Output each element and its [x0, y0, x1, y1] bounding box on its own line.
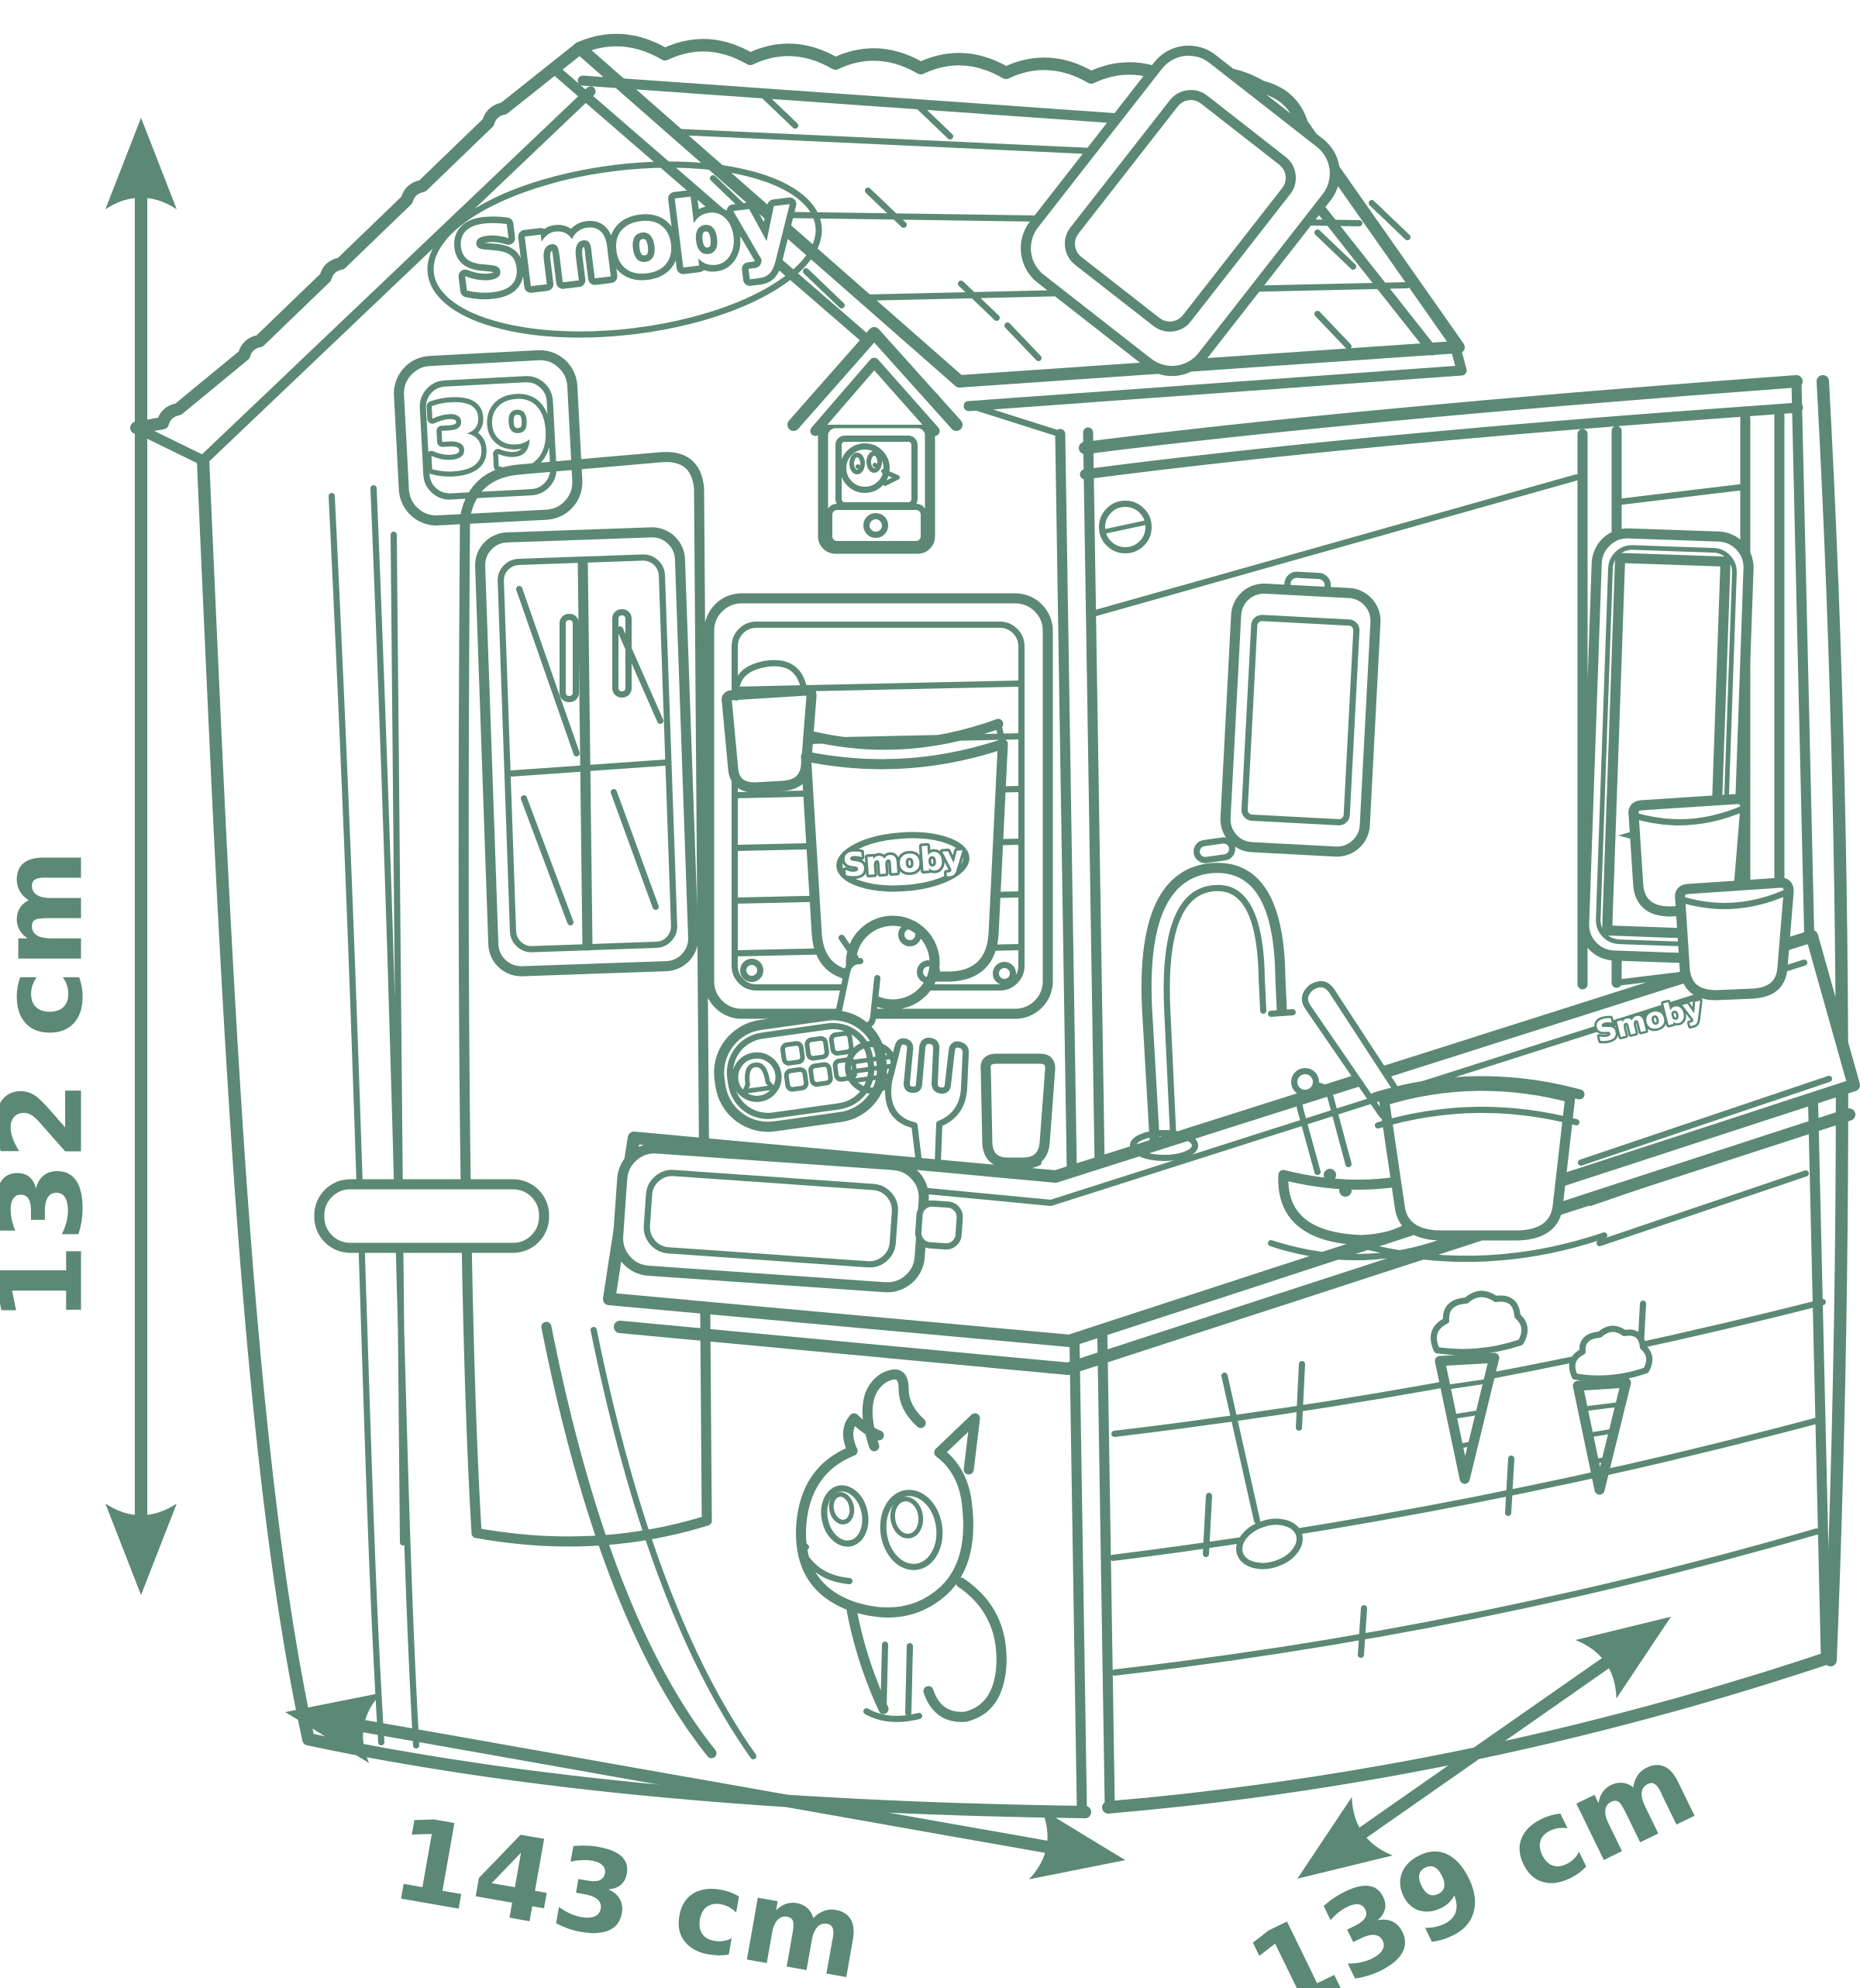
bell-button: [732, 1052, 782, 1102]
cat-icon: [796, 1369, 1007, 1722]
side-wall: [1079, 375, 1848, 1814]
tablet-screen: [1241, 615, 1360, 825]
brand-logo: Smoby: [427, 161, 822, 338]
keypad-button: [780, 1041, 805, 1066]
arrow-up-icon: [105, 118, 177, 209]
dispenser-tap: [835, 915, 940, 1029]
arrow-down-icon: [105, 1504, 177, 1595]
roof-left-edge: [130, 42, 586, 434]
keypad-button: [784, 1066, 809, 1092]
cup: [980, 1053, 1056, 1171]
fork-icon: [885, 1037, 970, 1167]
height-dimension: 132 cm: [0, 118, 177, 1595]
width-dimension-line: [344, 1718, 1066, 1855]
house-number-plaque: 39: [394, 350, 583, 525]
ice-cream-cones: [1431, 1290, 1653, 1495]
brand-logo-text: Smoby: [450, 169, 798, 316]
door-keypad: [714, 1010, 898, 1132]
faucet: [1130, 837, 1296, 1161]
height-dimension-label: 132 cm: [0, 847, 108, 1323]
door-window: [475, 527, 698, 977]
keypad-button: [828, 1031, 854, 1056]
keypad-button: [804, 1035, 829, 1061]
arrow-left-icon: [285, 1693, 382, 1763]
door-handle-bar: [314, 1179, 549, 1253]
house-number-text: 39: [422, 380, 554, 493]
tablet-holder: [1220, 571, 1381, 857]
door: [314, 452, 712, 1547]
bird-icon: [840, 443, 900, 493]
keypad-button: [832, 1057, 858, 1082]
shutter-handle: [560, 614, 579, 702]
front-wall: [197, 401, 1115, 1818]
ice-cream-cone-icon: [1569, 1325, 1653, 1495]
sink: [613, 1143, 963, 1293]
width-dimension: 143 cm: [285, 1693, 1125, 1988]
arrow-right-icon: [1028, 1809, 1125, 1879]
birdhouse: [787, 327, 963, 554]
skylight-window: [1021, 45, 1340, 377]
cooking-pot: [1301, 980, 1607, 1263]
bell-icon: [742, 1062, 775, 1094]
water-dispenser-window: Smoby: [704, 593, 1053, 1029]
keypad-button: [808, 1062, 833, 1087]
ice-cream-cone-icon: [1431, 1290, 1528, 1484]
faucet-handle: [1194, 837, 1235, 863]
arrow-up-right-icon: [1575, 1617, 1671, 1699]
roof: [130, 33, 1467, 466]
basket: [1675, 877, 1794, 1001]
water-dispenser: Smoby: [801, 718, 1008, 1029]
ladle: [1221, 1373, 1303, 1569]
depth-dimension-line: [1348, 1652, 1618, 1845]
arrow-down-left-icon: [1297, 1797, 1393, 1879]
sink-plug: [914, 1200, 963, 1250]
width-dimension-label: 143 cm: [383, 1792, 875, 1988]
screw-icon: [1099, 501, 1152, 553]
shutter-handle: [612, 609, 632, 698]
